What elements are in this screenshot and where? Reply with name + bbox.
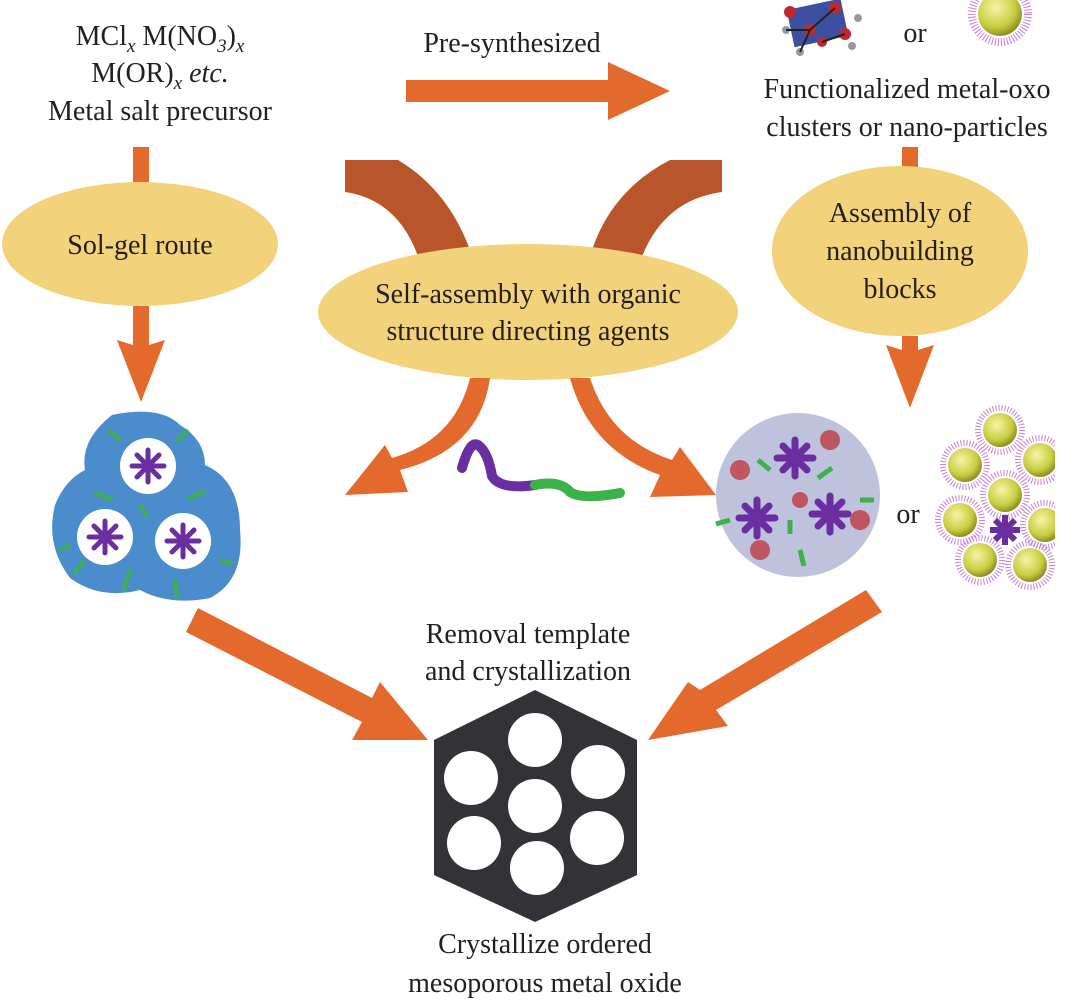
precursor-line3: Metal salt precursor xyxy=(48,96,273,127)
product-line1: Crystallize ordered xyxy=(438,929,652,960)
solgel-arrow xyxy=(117,306,165,402)
precursor-line1: MClx M(NO3)x xyxy=(76,21,245,57)
nbb-assembly-arrow xyxy=(886,336,934,408)
nanoparticle-icon xyxy=(968,0,1032,46)
building-blocks-or: or xyxy=(903,18,927,49)
right-arc-arrow xyxy=(592,160,722,262)
solgel-ellipse xyxy=(2,182,278,306)
metal-oxo-cluster-icon xyxy=(782,0,862,56)
self-assembly-ellipse xyxy=(318,244,738,380)
nanoparticle-mesostructure-icon xyxy=(935,400,1080,600)
nbb-assembly-line1: Assembly of xyxy=(829,198,972,229)
solgel-label: Sol-gel route xyxy=(67,230,212,261)
presynthesized-label: Pre-synthesized xyxy=(423,28,600,59)
building-blocks-line1: Functionalized metal-oxo xyxy=(764,74,1051,105)
surfactant-molecule-icon xyxy=(457,439,625,502)
building-blocks-line2: clusters or nano-particles xyxy=(766,112,1047,143)
left-arc-arrow xyxy=(345,160,470,262)
nbb-assembly-ellipse xyxy=(772,166,1028,336)
self-assembly-line2: structure directing agents xyxy=(386,316,669,347)
self-assembly-to-right-arrow xyxy=(570,378,716,497)
left-to-product-arrow xyxy=(186,608,428,740)
cluster-mesostructure-icon xyxy=(715,413,880,577)
self-assembly-to-left-arrow xyxy=(345,378,490,495)
solgel-mesostructure-icon xyxy=(52,411,241,601)
precursor-line2: M(OR)x etc. xyxy=(91,58,229,94)
mesoporous-oxide-hexagon-icon xyxy=(434,690,637,922)
self-assembly-line1: Self-assembly with organic xyxy=(375,279,681,310)
presynthesized-arrow xyxy=(406,62,670,120)
right-to-product-arrow xyxy=(648,590,882,740)
product-line2: mesoporous metal oxide xyxy=(408,968,682,999)
removal-line2: and crystallization xyxy=(425,656,631,687)
nbb-assembly-line3: blocks xyxy=(863,274,936,305)
mesostructure-or: or xyxy=(896,499,920,530)
removal-line1: Removal template xyxy=(426,619,631,650)
nbb-assembly-line2: nanobuilding xyxy=(826,236,974,267)
